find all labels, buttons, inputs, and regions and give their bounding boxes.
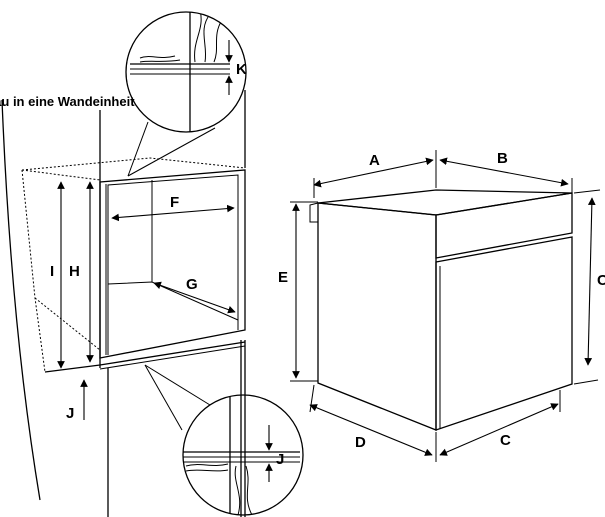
dim-line-a — [313, 157, 434, 188]
label-i: I — [50, 263, 54, 280]
label-h: H — [69, 263, 80, 280]
oven-side — [317, 202, 437, 431]
niche-opening — [99, 169, 246, 359]
niche-floor — [107, 281, 239, 321]
oven-door — [435, 236, 573, 431]
detail-circle-top — [125, 11, 247, 133]
label-b: B — [497, 150, 508, 167]
label-c: C — [500, 432, 511, 449]
label-a: A — [369, 152, 380, 169]
dim-line-g — [153, 281, 236, 314]
oven-top — [317, 189, 573, 216]
label-j-detail: J — [276, 451, 284, 468]
caption-wall-unit: Einbau in eine Wandeinheit — [0, 94, 135, 109]
dim-line-c — [439, 403, 559, 456]
dim-line-c-right — [584, 197, 596, 366]
dim-line-d — [309, 404, 433, 456]
label-d: D — [355, 434, 366, 451]
detail-callout-bottom: J — [144, 364, 304, 516]
niche-inner-wall — [107, 174, 239, 355]
detail-circle-bottom — [182, 394, 304, 516]
wall-unit: F G H I J — [1, 90, 246, 517]
label-k: K — [236, 61, 247, 78]
label-j: J — [66, 405, 74, 422]
dim-line-f — [111, 204, 235, 222]
label-f: F — [170, 194, 179, 211]
detail-callout-top: K — [125, 11, 247, 177]
oven-control-panel — [435, 192, 573, 259]
dim-line-b — [439, 157, 569, 187]
bottom-shelf — [44, 341, 246, 373]
label-c-right: C — [597, 272, 605, 289]
oven-flange — [309, 202, 319, 223]
label-g: G — [186, 276, 198, 293]
label-e: E — [278, 269, 288, 286]
oven: A B E D C C — [278, 150, 605, 462]
cabinet-left-edge — [1, 99, 41, 501]
